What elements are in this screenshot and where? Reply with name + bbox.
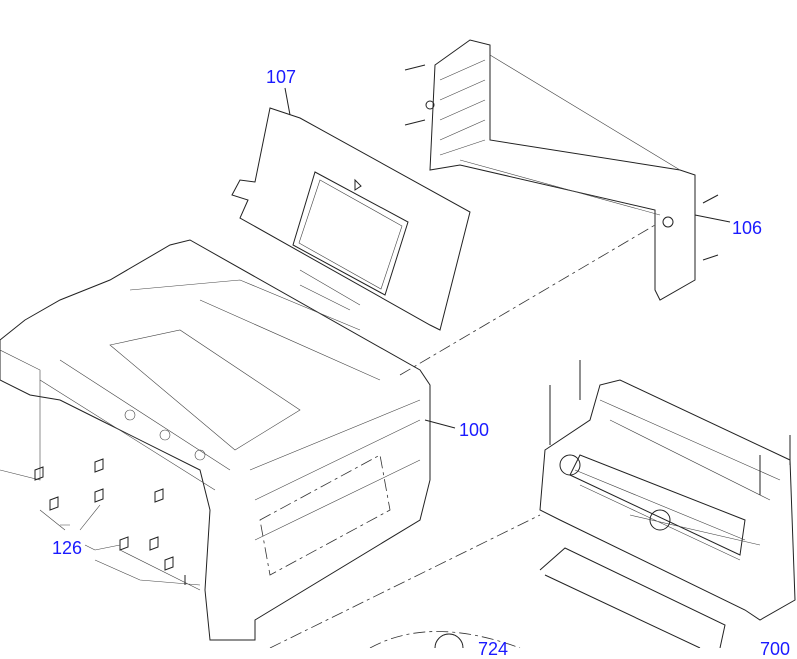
part-107-cover: [231, 87, 471, 331]
callout-100: 100: [459, 420, 490, 440]
part-724-gear: [369, 631, 521, 648]
callout-107: 107: [266, 67, 297, 87]
part-700-assembly: [539, 360, 796, 648]
callout-724: 724: [478, 639, 509, 659]
part-106-frame: [404, 39, 731, 301]
part-100-housing: [0, 239, 456, 641]
alignment-line: [269, 514, 541, 648]
callout-106: 106: [732, 218, 763, 238]
alignment-line: [399, 224, 656, 376]
part-126-clips: [34, 458, 201, 591]
callout-126: 126: [52, 538, 83, 558]
callout-700: 700: [760, 639, 791, 659]
